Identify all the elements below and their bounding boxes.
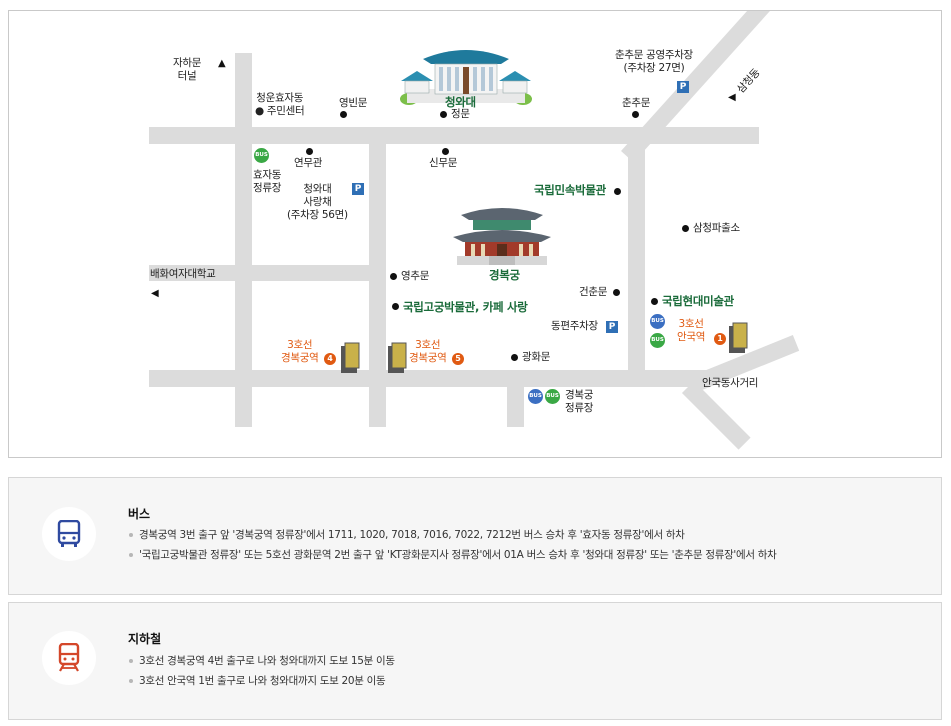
- subway-panel-title: 지하철: [128, 632, 162, 646]
- bus-stop-icon: BUS: [650, 333, 665, 348]
- label-sinmumun: 신무문: [429, 157, 458, 169]
- label-mmca: 국립현대미술관: [662, 294, 734, 308]
- marker-folk-museum: [614, 188, 621, 195]
- bus-stop-icon: BUS: [545, 389, 560, 404]
- label-cheongun-center: 청운효자동 ● 주민센터: [255, 92, 305, 117]
- parking-icon: P: [352, 183, 364, 195]
- label-hyojadong-stop: 효자동 정류장: [253, 169, 282, 194]
- label-chunchumun: 춘추문: [622, 97, 651, 109]
- parking-icon: P: [677, 81, 689, 93]
- label-palace-museum: 국립고궁박물관, 카페 사랑: [403, 300, 528, 314]
- road-west-vertical: [235, 53, 252, 427]
- label-anguk-station: 3호선 안국역: [677, 318, 706, 343]
- label-sarangchae: 청와대 사랑채 (주차장 56면): [287, 183, 348, 221]
- label-jahamun-tunnel: 자하문 터널: [173, 57, 202, 82]
- parking-icon: P: [606, 321, 618, 333]
- exit-number-badge: 1: [714, 333, 726, 345]
- marker-yeongbinmun: [340, 111, 347, 118]
- label-yeongbinmun: 영빈문: [339, 97, 368, 109]
- label-anguk-intersection: 안국동사거리: [702, 377, 759, 389]
- bus-icon: [57, 520, 81, 547]
- road-gwanghwamun: [507, 387, 524, 427]
- bus-directions-list: 경복궁역 3번 출구 앞 '경복궁역 정류장'에서 1711, 1020, 70…: [128, 525, 777, 565]
- label-samcheongdong: 삼청동: [734, 66, 763, 96]
- subway-exit-icon: [388, 342, 407, 373]
- marker-jeongmun: [440, 111, 447, 118]
- cheongwadae-building-illustration: [400, 50, 532, 105]
- label-yeongchumun: 영추문: [401, 270, 430, 282]
- label-gyeongbokgung: 경복궁: [489, 268, 520, 282]
- road-anguk-south: [681, 381, 751, 450]
- gyeongbokgung-building-illustration: [453, 208, 551, 265]
- label-ewha: 배화여자대학교: [150, 268, 216, 280]
- label-dongpyeon-parking: 동편주차장: [551, 320, 598, 332]
- marker-gwanghwamun: [511, 354, 518, 361]
- label-yeonmugwan: 연무관: [294, 157, 323, 169]
- marker-chunchumun: [632, 111, 639, 118]
- exit-number-badge: 4: [324, 353, 336, 365]
- marker-sinmumun: [442, 148, 449, 155]
- label-folk-museum: 국립민속박물관: [534, 183, 606, 197]
- bus-stop-icon: BUS: [650, 314, 665, 329]
- label-cheongwadae: 청와대: [445, 95, 476, 109]
- subway-icon: [58, 643, 80, 672]
- road-south: [149, 370, 709, 387]
- road-ewha: [149, 265, 374, 281]
- bus-stop-icon: BUS: [254, 148, 269, 163]
- bus-stop-icon: BUS: [528, 389, 543, 404]
- subway-directions-panel: 지하철 3호선 경복궁역 4번 출구로 나와 청와대까지 도보 15분 이동 3…: [8, 602, 942, 720]
- label-gyeongbok-stop: 경복궁 정류장: [565, 389, 594, 414]
- subway-exit-icon: [729, 322, 748, 353]
- location-map: 자하문 터널 ▲ 청운효자동 ● 주민센터 영빈문 청와대 정문 춘추문 공영주…: [8, 10, 942, 458]
- road-palace-west: [369, 144, 386, 427]
- triangle-up-icon: ▲: [218, 58, 226, 69]
- label-gyeongbok-exit5: 3호선 경복궁역: [409, 339, 447, 364]
- label-gwanghwamun: 광화문: [522, 351, 551, 363]
- label-gyeongbok-exit4: 3호선 경복궁역: [281, 339, 319, 364]
- marker-geonchunmun: [613, 289, 620, 296]
- subway-directions-list: 3호선 경복궁역 4번 출구로 나와 청와대까지 도보 15분 이동 3호선 안…: [128, 651, 395, 691]
- bus-panel-title: 버스: [128, 507, 151, 521]
- marker-yeongchumun: [390, 273, 397, 280]
- road-north: [149, 127, 759, 144]
- subway-icon-circle: [42, 631, 96, 685]
- triangle-left-down-icon: ◀: [728, 92, 736, 103]
- bus-directions-panel: 버스 경복궁역 3번 출구 앞 '경복궁역 정류장'에서 1711, 1020,…: [8, 477, 942, 595]
- label-samcheong-police: 삼청파출소: [693, 222, 740, 234]
- label-jeongmun: 정문: [451, 108, 470, 120]
- marker-mmca: [651, 298, 658, 305]
- list-item: 3호선 경복궁역 4번 출구로 나와 청와대까지 도보 15분 이동: [128, 651, 395, 671]
- exit-number-badge: 5: [452, 353, 464, 365]
- subway-exit-icon: [341, 342, 360, 373]
- label-geonchunmun: 건춘문: [579, 286, 608, 298]
- road-palace-east: [628, 144, 645, 384]
- marker-samcheong-police: [682, 225, 689, 232]
- triangle-left-icon: ◀: [151, 288, 159, 299]
- list-item: 경복궁역 3번 출구 앞 '경복궁역 정류장'에서 1711, 1020, 70…: [128, 525, 777, 545]
- list-item: '국립고궁박물관 정류장' 또는 5호선 광화문역 2번 출구 앞 'KT광화문…: [128, 545, 777, 565]
- marker-palace-museum: [392, 303, 399, 310]
- label-parking-chunchu: 춘추문 공영주차장 (주차장 27면): [615, 49, 693, 74]
- list-item: 3호선 안국역 1번 출구로 나와 청와대까지 도보 20분 이동: [128, 671, 395, 691]
- bus-icon-circle: [42, 507, 96, 561]
- marker-yeonmugwan: [306, 148, 313, 155]
